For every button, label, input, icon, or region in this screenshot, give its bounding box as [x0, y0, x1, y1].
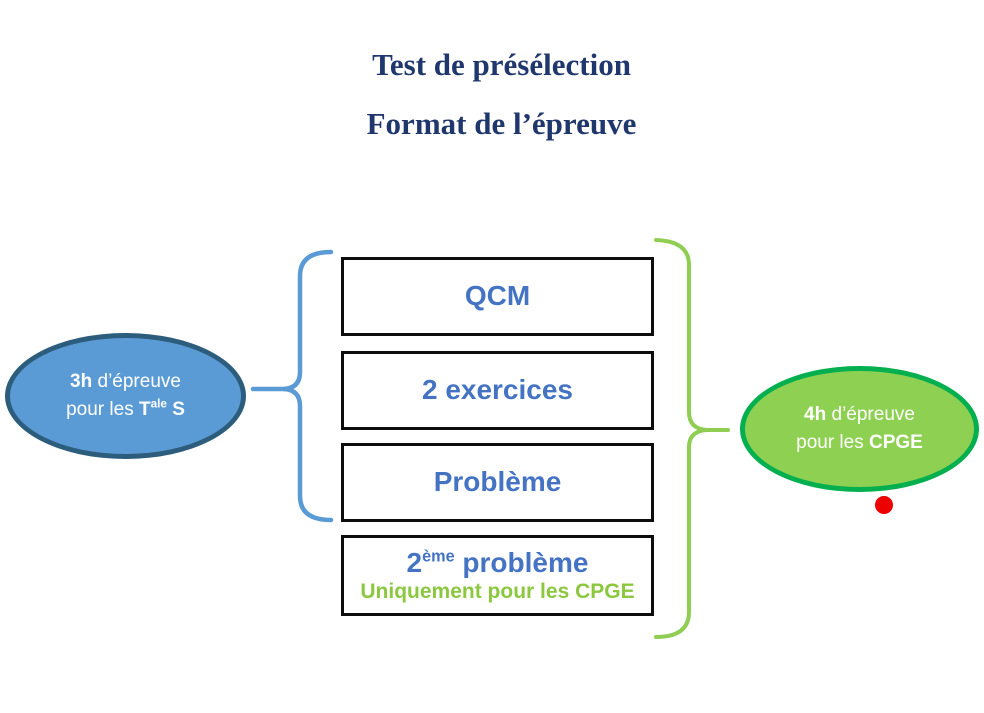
left-bubble-duration: 3h [70, 370, 93, 392]
second-problem-box-label: 2ème problème [406, 546, 589, 579]
second-problem-number: 2 [406, 546, 423, 578]
right-duration-bubble: 4h d’épreuve pour les CPGE [740, 366, 979, 492]
left-bubble-grade: Tale S [138, 397, 185, 420]
slide-title-line1: Test de présélection [372, 47, 631, 82]
second-problem-word: problème [454, 546, 589, 578]
right-brace-green [654, 238, 709, 639]
right-bubble-line2-pre: pour les [796, 432, 869, 453]
left-bubble-line2-pre: pour les [66, 399, 139, 420]
left-bubble-line1: 3h d’épreuve [70, 368, 181, 397]
slide-title-line2: Format de l’épreuve [366, 106, 637, 141]
exercises-box: 2 exercices [341, 351, 654, 430]
left-bubble-grade-base: T [138, 399, 151, 420]
exercises-box-label: 2 exercices [421, 374, 574, 406]
problem-box: Problème [341, 443, 654, 522]
left-bubble-line2: pour les Tale S [66, 396, 185, 425]
left-duration-bubble: 3h d’épreuve pour les Tale S [5, 333, 246, 459]
right-bubble-audience: CPGE [869, 432, 923, 453]
second-problem-box: 2ème problème Uniquement pour les CPGE [341, 535, 654, 616]
left-bubble-line1-rest: d’épreuve [92, 370, 181, 392]
right-bubble-duration: 4h [804, 403, 827, 425]
second-problem-ordinal-suffix: ème [422, 547, 455, 566]
second-problem-note: Uniquement pour les CPGE [360, 580, 635, 604]
right-bubble-line1: 4h d’épreuve [804, 401, 915, 430]
problem-box-label: Problème [433, 466, 562, 498]
left-brace-blue [281, 249, 334, 523]
right-bubble-line1-rest: d’épreuve [826, 403, 915, 425]
qcm-box-label: QCM [464, 280, 531, 312]
right-bubble-line2: pour les CPGE [796, 429, 923, 458]
laser-pointer-dot [875, 496, 893, 514]
qcm-box: QCM [341, 257, 654, 336]
left-bubble-grade-sup: ale [150, 397, 167, 411]
left-bubble-grade-post: S [166, 399, 185, 420]
